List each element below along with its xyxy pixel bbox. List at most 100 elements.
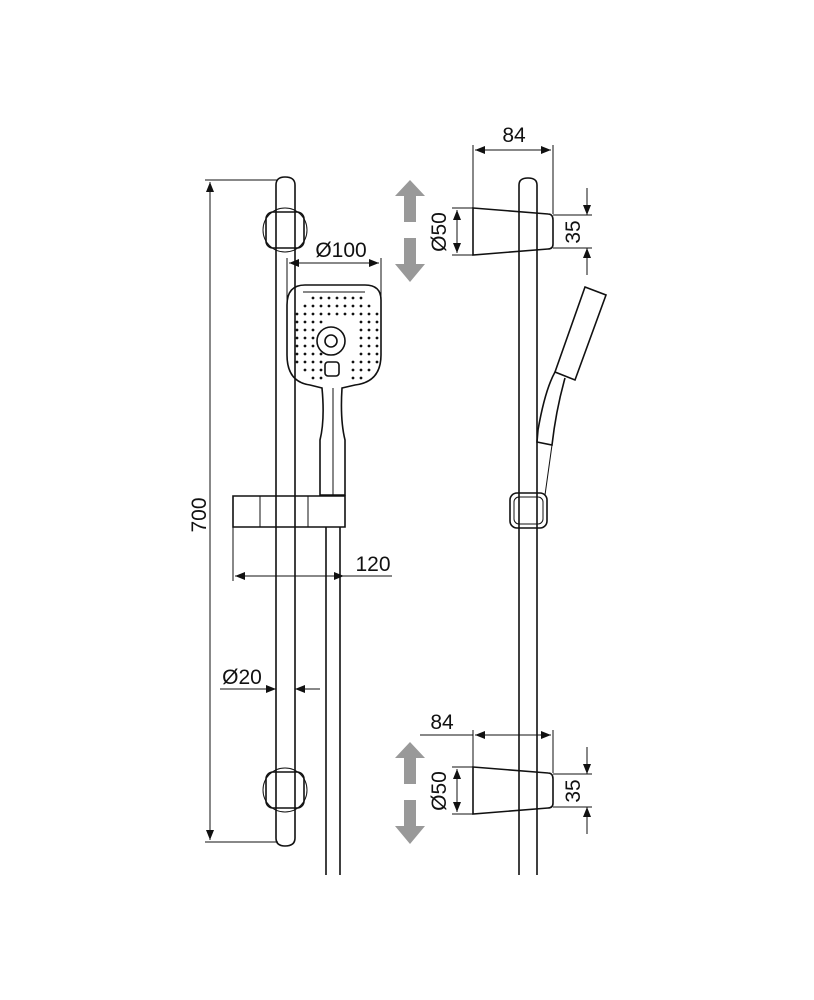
bottom-depth-dimension: 84: [420, 711, 554, 773]
bottom-height-label: 35: [562, 779, 585, 802]
nozzle-dot: [351, 312, 355, 316]
top-height-dimension: 35: [553, 188, 592, 275]
head-diameter-dimension: Ø100: [286, 239, 382, 300]
nozzle-dot: [311, 376, 315, 380]
top-wall-bracket: [262, 207, 308, 253]
top-adjust-arrows: [395, 180, 425, 282]
nozzle-dot: [367, 352, 371, 356]
nozzle-dot: [367, 304, 371, 308]
nozzle-dot: [359, 320, 363, 324]
nozzle-dot: [303, 344, 307, 348]
nozzle-dot: [311, 296, 315, 300]
nozzle-dot: [295, 360, 299, 364]
nozzle-dot: [359, 328, 363, 332]
nozzle-dot: [367, 312, 371, 316]
nozzle-dot: [343, 304, 347, 308]
nozzle-dot: [311, 360, 315, 364]
nozzle-dot: [335, 312, 339, 316]
rail-diameter-dimension: Ø20: [220, 666, 320, 693]
front-view: 700 Ø100 120 Ø20: [188, 176, 392, 875]
side-rail: [518, 177, 538, 875]
nozzle-dot: [295, 320, 299, 324]
side-hose-holder: [509, 492, 548, 529]
nozzle-dot: [303, 312, 307, 316]
nozzle-dot: [367, 368, 371, 372]
nozzle-dot: [367, 336, 371, 340]
nozzle-dot: [367, 344, 371, 348]
nozzle-dot: [359, 376, 363, 380]
nozzle-dot: [359, 312, 363, 316]
nozzle-dot: [319, 368, 323, 372]
nozzle-dot: [359, 360, 363, 364]
nozzle-dot: [311, 304, 315, 308]
nozzle-dot: [367, 328, 371, 332]
nozzle-dot: [375, 328, 379, 332]
nozzle-dot: [351, 376, 355, 380]
height-dimension: 700: [188, 179, 278, 843]
arrow-up-icon: [395, 742, 425, 784]
nozzle-dot: [295, 352, 299, 356]
top-diameter-label: Ø50: [428, 212, 451, 252]
side-view: 84 Ø50 35 84: [395, 124, 608, 875]
nozzle-dot: [351, 368, 355, 372]
nozzle-dot: [303, 360, 307, 364]
shower-hose: [325, 527, 341, 875]
nozzle-dot: [367, 320, 371, 324]
nozzle-dot: [295, 312, 299, 316]
holder-projection-label: 120: [355, 553, 390, 576]
nozzle-dot: [375, 312, 379, 316]
nozzle-dot: [327, 296, 331, 300]
arrow-down-icon: [395, 800, 425, 844]
nozzle-dot: [311, 320, 315, 324]
nozzle-dot: [319, 376, 323, 380]
nozzle-dot: [311, 352, 315, 356]
nozzle-dot: [319, 360, 323, 364]
nozzle-dot: [311, 344, 315, 348]
nozzle-dot: [295, 336, 299, 340]
nozzle-dot: [319, 304, 323, 308]
nozzle-dot: [327, 304, 331, 308]
nozzle-dot: [311, 368, 315, 372]
spray-nozzles: [295, 296, 379, 380]
nozzle-dot: [375, 320, 379, 324]
nozzle-dot: [351, 304, 355, 308]
nozzle-dot: [359, 304, 363, 308]
nozzle-dot: [375, 360, 379, 364]
slide-rail: [275, 176, 296, 847]
rail-diameter-label: Ø20: [222, 666, 262, 689]
nozzle-dot: [335, 296, 339, 300]
holder-projection-dimension: 120: [232, 527, 392, 581]
nozzle-dot: [359, 344, 363, 348]
nozzle-dot: [359, 352, 363, 356]
hose-holder: [232, 495, 346, 528]
height-label: 700: [188, 497, 211, 532]
side-hand-shower: [536, 285, 608, 496]
nozzle-dot: [335, 304, 339, 308]
nozzle-dot: [367, 360, 371, 364]
arrow-up-icon: [395, 180, 425, 222]
bottom-height-dimension: 35: [553, 747, 592, 834]
top-depth-dimension: 84: [472, 124, 554, 214]
head-diameter-label: Ø100: [315, 239, 366, 262]
nozzle-dot: [311, 312, 315, 316]
side-top-bracket: [472, 207, 554, 256]
nozzle-dot: [319, 320, 323, 324]
nozzle-dot: [295, 328, 299, 332]
nozzle-dot: [303, 320, 307, 324]
nozzle-dot: [343, 312, 347, 316]
nozzle-dot: [351, 296, 355, 300]
nozzle-dot: [319, 352, 323, 356]
nozzle-dot: [343, 296, 347, 300]
nozzle-dot: [351, 360, 355, 364]
side-bottom-bracket: [472, 766, 554, 815]
bottom-diameter-label: Ø50: [428, 771, 451, 811]
nozzle-dot: [303, 352, 307, 356]
nozzle-dot: [319, 296, 323, 300]
bottom-wall-bracket: [262, 767, 308, 813]
bottom-diameter-dimension: Ø50: [428, 766, 473, 815]
nozzle-dot: [359, 296, 363, 300]
nozzle-dot: [359, 336, 363, 340]
nozzle-dot: [327, 312, 331, 316]
nozzle-dot: [295, 344, 299, 348]
nozzle-dot: [359, 368, 363, 372]
